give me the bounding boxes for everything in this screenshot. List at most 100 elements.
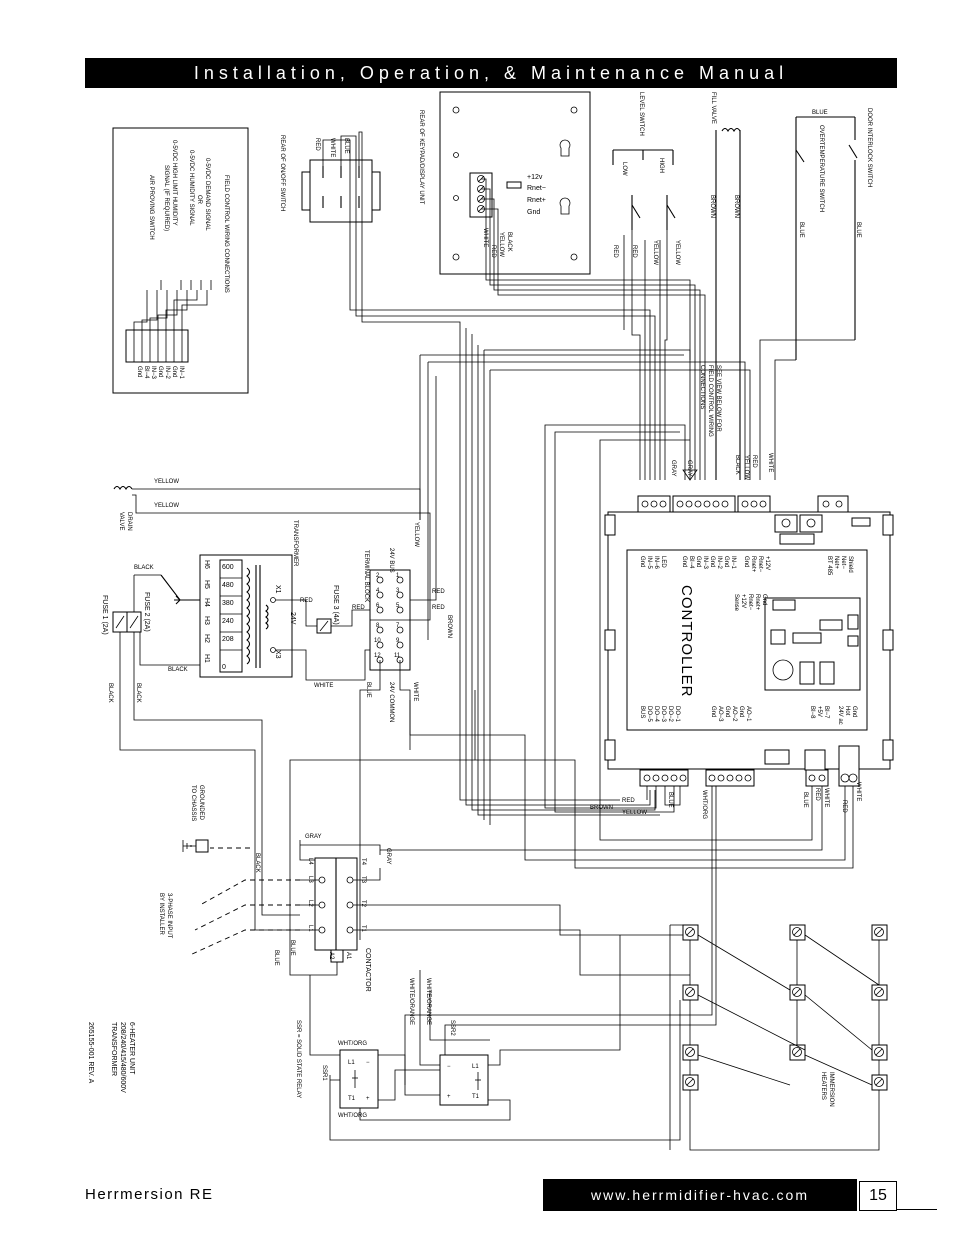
drain-wire-yellow-a: YELLOW xyxy=(154,479,179,485)
pin-in6: IN−6 xyxy=(653,556,659,570)
page-title: Installation, Operation, & Maintenance M… xyxy=(193,62,789,83)
h6: H6 xyxy=(203,560,210,569)
xfmr-wire-white: WHITE xyxy=(314,683,333,689)
pin-ao3: AO−3 xyxy=(717,706,723,722)
overtemp-wire-blue: BLUE xyxy=(798,222,804,238)
level-wire-yellow-a: YELLOW xyxy=(652,240,658,265)
tb-common: 24V COMMON xyxy=(388,682,394,722)
keypad-display-unit: +12v Rnet− Rnet+ Gnd xyxy=(439,91,591,275)
pin-do3: DO−3 xyxy=(660,706,666,723)
pin-bi4: BI−4 xyxy=(688,556,694,569)
ct-wire-gray-b: GRAY xyxy=(385,848,391,865)
h5: H5 xyxy=(203,580,210,589)
pin-sense-rnetp: Rnet+ xyxy=(750,556,756,573)
level-wire-red-a: RED xyxy=(612,245,618,258)
contactor-label: CONTACTOR xyxy=(364,948,371,992)
tb-4: 4 xyxy=(376,588,380,594)
footer-url[interactable]: www.herrmidifier-hvac.com xyxy=(543,1179,857,1211)
onoff-wire-white: WHITE xyxy=(329,138,335,157)
footer-url-text[interactable]: www.herrmidifier-hvac.com xyxy=(590,1187,810,1203)
onoff-wire-blue: BLUE xyxy=(343,138,349,154)
pin-5v: +5V xyxy=(816,706,822,717)
field-term-4: Gnd xyxy=(157,366,163,377)
level-wire-red-b: RED xyxy=(631,245,637,258)
ssr-wire-white-orange-b: WHITE/ORANGE xyxy=(425,978,431,1025)
pin-s2-gnd: Gnd xyxy=(761,594,767,605)
pin-hot: Hot xyxy=(844,706,850,716)
pin-shield: Shield xyxy=(847,556,853,573)
drain-label: DRAINVALVE xyxy=(118,512,132,531)
fuse1-label: FUSE 1 (2A) xyxy=(101,595,108,635)
pin-s2-rnetp: Rnet+ xyxy=(754,594,760,611)
tb-8: 8 xyxy=(376,623,380,629)
field-term-2: Gnd xyxy=(171,366,177,377)
input-wire-black: BLACK xyxy=(254,853,260,873)
unit-note: 6-HEATER UNIT 208/240/415/480/600V TRANS… xyxy=(110,1022,135,1095)
ssr1-label: SSR1 xyxy=(321,1065,327,1081)
ct-a2: A2 xyxy=(328,952,334,960)
pin-s2-sense: Sense xyxy=(733,594,739,612)
pin-led: LED xyxy=(660,556,666,568)
x3-label: X3 xyxy=(274,650,281,659)
tb-wire-brown: BROWN xyxy=(446,615,452,638)
drain-valve xyxy=(113,485,431,621)
overtemp-label: OVERTEMPERATURE SWITCH xyxy=(818,125,824,212)
fill-valve xyxy=(715,127,741,480)
pin-in3: IN−3 xyxy=(702,556,708,570)
pin-sense-rnetm: Rnet− xyxy=(757,556,763,573)
drain-wire-yellow-b: YELLOW xyxy=(154,503,179,509)
ssr2-label: SSR2 xyxy=(449,1020,455,1036)
ct-wire-gray: GRAY xyxy=(305,834,322,840)
pin-gnd-5: Gnd xyxy=(723,556,729,567)
keypad-wire-black: BLACK xyxy=(506,232,512,252)
ct-t3: T3 xyxy=(360,876,366,884)
wire-black-ctrl: BLACK xyxy=(734,455,740,475)
immersion-heaters xyxy=(669,924,888,1151)
wire-gray-a: GRAY xyxy=(670,460,676,477)
ssr2: − + L1 T1 xyxy=(439,1054,489,1106)
tb-11: 11 xyxy=(394,653,401,659)
ctrl-wire-blue: BLUE xyxy=(667,792,673,808)
unit-line-2: 208/240/415/480/600V xyxy=(119,1022,126,1093)
terminal-block xyxy=(359,569,411,940)
pin-24vac: 24V ac xyxy=(837,706,843,725)
input-label: 3-PHASE INPUTBY INSTALLER xyxy=(158,893,172,939)
tb-wire-red-b: RED xyxy=(432,605,445,611)
pin-do5: DO−5 xyxy=(646,706,652,723)
ssr2-plus: + xyxy=(447,1094,451,1100)
pin-bi8: BI−8 xyxy=(809,706,815,719)
controller-pin-labels: Gnd IN−5 IN−6 LED Gnd BI−4 Gnd IN−3 Gnd … xyxy=(639,556,857,725)
ctrl-wire-brown: BROWN xyxy=(590,805,613,811)
tb-1: 1 xyxy=(396,573,400,579)
ground-and-input xyxy=(182,839,300,956)
pin-in1: IN−1 xyxy=(730,556,736,570)
fill-valve-label: FILL VALVE xyxy=(710,92,716,124)
field-term-3: IN−2 xyxy=(164,366,170,380)
ct-l3: L3 xyxy=(307,876,313,883)
field-term-1: IN−1 xyxy=(178,366,184,380)
fill-wire-brown-a: BROWN xyxy=(709,195,715,218)
ctrl-wire-white-2: WHITE xyxy=(823,788,829,807)
pin-netp: Net+ xyxy=(833,556,839,569)
field-term-6: BI−4 xyxy=(143,366,149,379)
pin-ao-gnd3: Gnd xyxy=(738,706,744,717)
ssr1: L1 T1 − + xyxy=(339,1049,379,1109)
keypad-wire-yellow: YELLOW xyxy=(498,232,504,257)
onoff-switch xyxy=(301,159,381,223)
v24-label: 24V xyxy=(289,612,296,625)
tb-3: 3 xyxy=(396,588,400,594)
controller-label: CONTROLLER xyxy=(678,585,695,698)
wire-red-ctrl: RED xyxy=(751,455,757,468)
pin-gnd-2: Gnd xyxy=(681,556,687,567)
ssr2-minus: − xyxy=(447,1064,451,1070)
pin-bt485: BT 485 xyxy=(826,556,832,576)
door-wire-blue: BLUE xyxy=(855,222,861,238)
keypad-label: REAR OF KEYPAD/DISPLAY UNIT xyxy=(418,110,424,205)
tb-10: 10 xyxy=(374,638,381,644)
ct-a1: A1 xyxy=(345,952,351,960)
tb-title: TERMINAL BLOCK xyxy=(363,550,369,602)
keypad-wire-white: WHITE xyxy=(482,228,488,247)
h4: H4 xyxy=(203,598,210,607)
ssr2-l1: L1 xyxy=(472,1064,479,1070)
keypad-wire-red: RED xyxy=(490,245,496,258)
